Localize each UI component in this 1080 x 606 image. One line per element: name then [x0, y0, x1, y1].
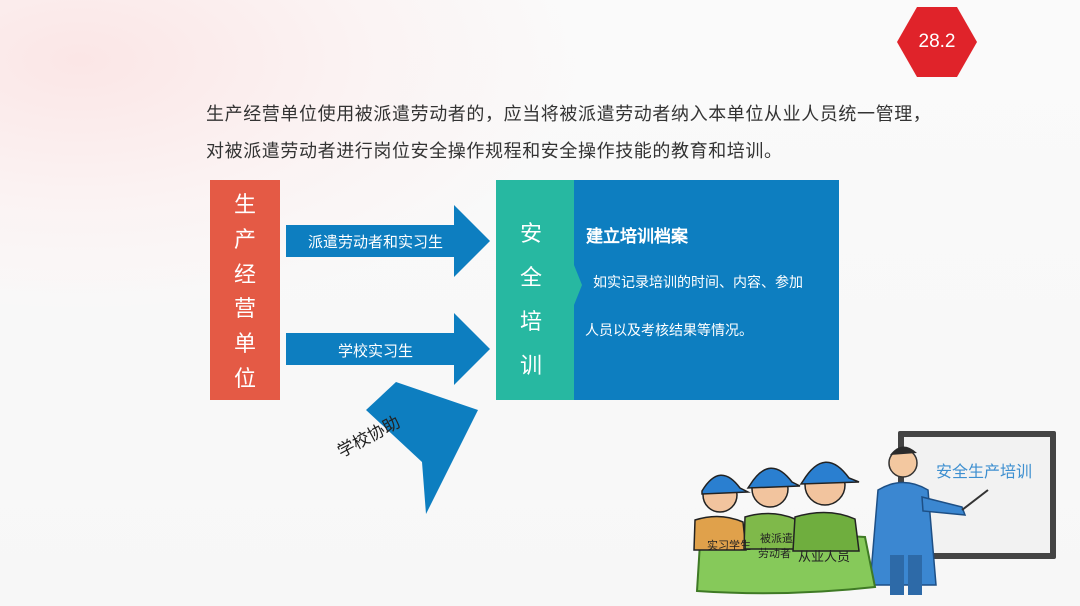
production-unit-box: 生 产 经 营 单 位 — [210, 180, 280, 400]
unit-char: 位 — [233, 366, 256, 392]
right-arrow-icon — [286, 313, 490, 385]
training-illustration — [693, 431, 1056, 595]
training-char: 培 — [519, 310, 542, 335]
staff-tag: 从业人员 — [798, 550, 851, 565]
training-char: 训 — [519, 354, 542, 379]
dispatched-tag-top: 被派遣 — [760, 532, 793, 545]
dispatched-arrow-label: 派遣劳动者和实习生 — [308, 233, 444, 251]
right-arrow-icon — [286, 205, 490, 277]
training-char: 全 — [519, 266, 542, 291]
chevron-arrow-icon — [366, 382, 478, 514]
training-char: 安 — [519, 222, 542, 247]
hexagon-badge-icon — [897, 7, 977, 77]
unit-char: 单 — [233, 331, 256, 357]
unit-char: 营 — [233, 297, 256, 323]
training-side-box: 安 全 培 训 — [496, 180, 566, 400]
training-desc-line1: 如实记录培训的时间、内容、参加 — [593, 275, 803, 291]
school-arrow-label: 学校实习生 — [338, 342, 414, 360]
intern-tag: 实习学生 — [707, 539, 751, 552]
training-desc-line2: 人员以及考核结果等情况。 — [585, 323, 753, 339]
intro-paragraph: 生产经营单位使用被派遣劳动者的，应当将被派遣劳动者纳入本单位从业人员统一管理，对… — [206, 104, 932, 162]
board-text: 安全生产培训 — [936, 462, 1033, 481]
dispatched-tag-bottom: 劳动者 — [758, 547, 791, 560]
page-number: 28.2 — [918, 31, 956, 52]
notch-divider — [566, 180, 582, 400]
training-title: 建立培训档案 — [586, 227, 688, 247]
training-detail-box — [566, 180, 839, 400]
unit-char: 生 — [233, 193, 256, 219]
unit-char: 经 — [233, 262, 256, 288]
unit-char: 产 — [233, 227, 256, 253]
page-number-badge: 28.2 — [897, 7, 977, 77]
